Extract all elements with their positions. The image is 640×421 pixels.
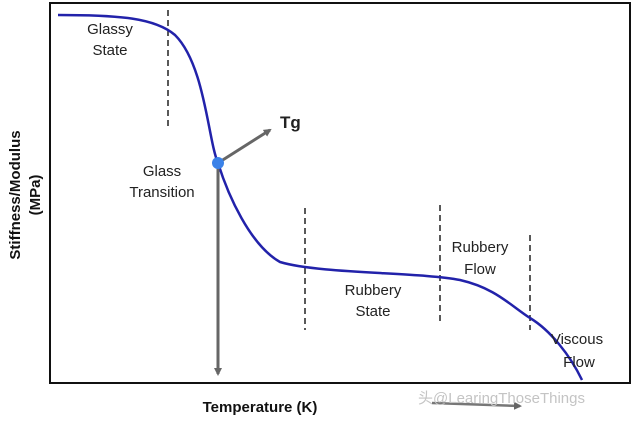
modulus-curve <box>57 13 584 381</box>
region-rubbery-state-line1: Rubbery <box>345 282 402 299</box>
tg-point <box>212 157 224 169</box>
temperature-direction-arrow <box>431 401 522 410</box>
region-rubbery-state-line2: State <box>355 303 390 320</box>
region-glass-transition-line2: Transition <box>129 184 194 201</box>
x-axis-title: Temperature (K) <box>203 399 318 416</box>
region-glass-transition-line1: Glass <box>143 163 181 180</box>
plot-frame <box>49 2 631 384</box>
region-glassy-line1: Glassy <box>87 21 133 38</box>
tg-label: Tg <box>280 113 301 132</box>
region-viscous-flow-line1: Viscous <box>551 331 603 348</box>
region-glassy-line2: State <box>92 42 127 59</box>
y-axis-title-line2: (MPa) <box>27 175 44 216</box>
tg-arrow <box>217 128 272 165</box>
region-viscous-flow-line2: Flow <box>563 354 595 371</box>
region-rubbery-flow-line1: Rubbery <box>452 239 509 256</box>
watermark: 头@LearingThoseThings <box>418 390 585 407</box>
region-rubbery-flow-line2: Flow <box>464 261 496 278</box>
y-axis-title-line1: Stiffness/Modulus <box>7 130 24 259</box>
